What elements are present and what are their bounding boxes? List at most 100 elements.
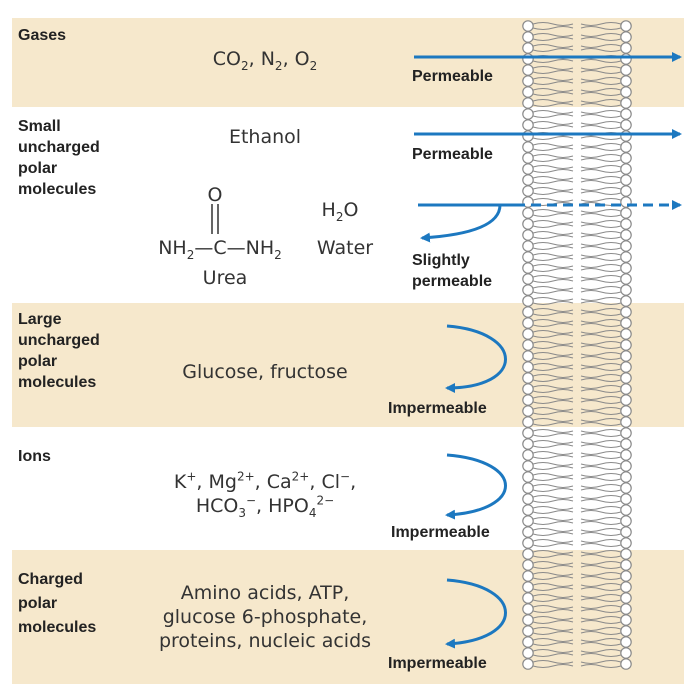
lipid-head [522, 416, 534, 428]
lipid-tail [532, 477, 574, 481]
lipid-tail [532, 462, 574, 466]
lipid-tail [532, 231, 574, 235]
lipid-tail [580, 609, 622, 613]
lipid-tail [580, 385, 622, 389]
lipid-head [522, 328, 534, 340]
lipid-tail [580, 213, 622, 217]
lipid-tail [580, 37, 622, 41]
lipid-tail [532, 374, 574, 378]
lipid-tail [580, 191, 622, 195]
lipid-tail [580, 253, 622, 257]
lipid-tail [532, 620, 574, 624]
lipid-head [620, 350, 632, 362]
lipid-head [522, 471, 534, 483]
lipid-tail [580, 297, 622, 301]
lipid-tail [580, 550, 622, 554]
lipid-tail [532, 235, 574, 239]
lipid-tail [580, 125, 622, 129]
lipid-tail [532, 587, 574, 591]
lipid-head [620, 207, 632, 219]
lipid-tail [580, 451, 622, 455]
lipid-tail [532, 429, 574, 433]
lipid-tail [580, 587, 622, 591]
lipid-tail [532, 308, 574, 312]
lipid-tail [580, 653, 622, 657]
lipid-tail [532, 594, 574, 598]
lipid-head [522, 394, 534, 406]
lipid-tail [532, 554, 574, 558]
lipid-tail [580, 121, 622, 125]
lipid-tail [580, 455, 622, 459]
lipid-tail [532, 301, 574, 305]
lipid-tail [532, 352, 574, 356]
lipid-tail [580, 154, 622, 158]
lipid-head [522, 493, 534, 505]
lipid-head [522, 31, 534, 43]
lipid-head [522, 196, 534, 208]
status-ions: Impermeable [391, 524, 490, 541]
lipid-head [522, 306, 534, 318]
lipid-tail [532, 44, 574, 48]
water-name: Water [316, 237, 374, 259]
lipid-tail [580, 209, 622, 213]
lipid-tail [580, 48, 622, 52]
lipid-head [620, 174, 632, 186]
lipid-tail [580, 627, 622, 631]
lipid-head [620, 262, 632, 274]
lipid-tail [532, 158, 574, 162]
arrow-water [418, 200, 682, 243]
lipid-tail [532, 103, 574, 107]
lipid-tail [580, 103, 622, 107]
lipid-tail [580, 290, 622, 294]
lipid-tail [532, 473, 574, 477]
lipid-head [620, 482, 632, 494]
lipid-tail [532, 664, 574, 668]
lipid-tail [532, 334, 574, 338]
lipid-head [620, 460, 632, 472]
lipid-tail [532, 418, 574, 422]
lipid-tail [580, 147, 622, 151]
lipid-head [620, 438, 632, 450]
lipid-tail [532, 48, 574, 52]
lipid-tail [532, 565, 574, 569]
lipid-head [522, 427, 534, 439]
lipid-tail [580, 411, 622, 415]
lipid-tail [580, 499, 622, 503]
lipid-tail [532, 319, 574, 323]
category-gases: Gases [18, 27, 67, 44]
lipid-head [522, 438, 534, 450]
lipid-tail [580, 301, 622, 305]
lipid-tail [580, 114, 622, 118]
lipid-tail [580, 92, 622, 96]
lipid-head [620, 405, 632, 417]
lipid-tail [580, 400, 622, 404]
lipid-tail [532, 70, 574, 74]
lipid-tail [532, 363, 574, 367]
lipid-tail [580, 631, 622, 635]
lipid-tail [580, 26, 622, 30]
lipid-tail [532, 642, 574, 646]
lipid-tail [532, 543, 574, 547]
lipid-tail [580, 257, 622, 261]
lipid-tail [580, 286, 622, 290]
lipid-tail [532, 110, 574, 114]
lipid-tail [580, 462, 622, 466]
lipid-tail [532, 224, 574, 228]
lipid-tail [580, 620, 622, 624]
lipid-tail [532, 275, 574, 279]
lipid-tail [532, 440, 574, 444]
lipid-tail [580, 660, 622, 664]
lipid-tail [532, 400, 574, 404]
lipid-tail [532, 499, 574, 503]
lipid-tail [580, 323, 622, 327]
lipid-tail [580, 66, 622, 70]
lipid-tail [532, 583, 574, 587]
lipid-tail [532, 114, 574, 118]
lipid-head [620, 284, 632, 296]
lipid-tail [580, 433, 622, 437]
lipid-head [620, 141, 632, 153]
lipid-tail [532, 407, 574, 411]
lipid-tail [580, 422, 622, 426]
lipid-head [620, 163, 632, 175]
